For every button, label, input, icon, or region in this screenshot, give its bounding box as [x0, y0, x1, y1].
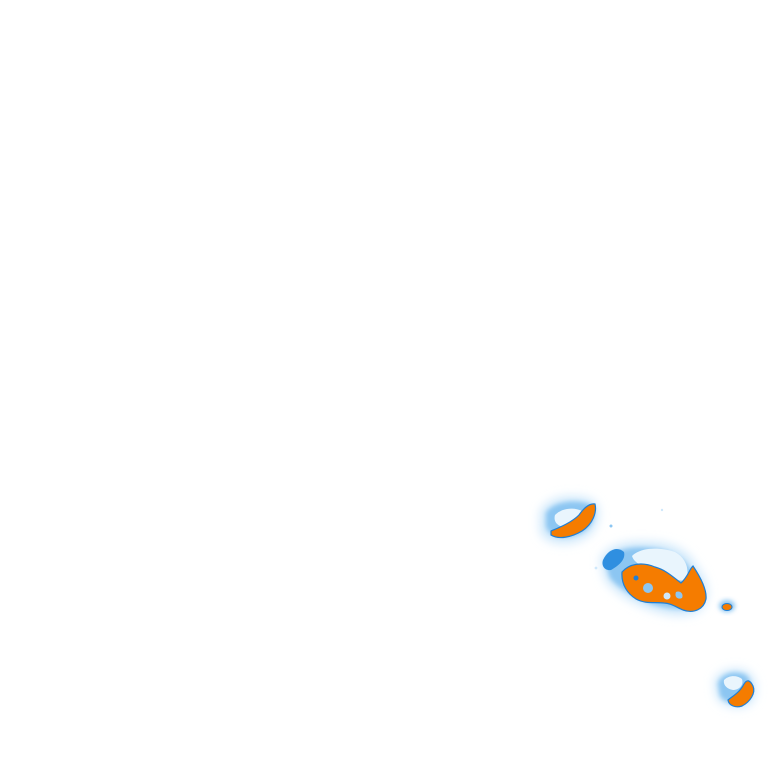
satellite-core — [721, 603, 733, 611]
cell-central-light-top — [632, 548, 688, 581]
cell-central-edge-left — [602, 548, 625, 571]
speckle — [594, 566, 598, 570]
cell-west-core — [550, 503, 597, 539]
cell-central-hole-1 — [643, 583, 653, 593]
cell-southeast-core — [727, 680, 755, 708]
precip-cell-central — [600, 541, 708, 616]
cell-central-hole-3 — [633, 575, 639, 581]
precip-cell-southeast — [714, 669, 756, 708]
cell-central-hole-2 — [663, 592, 671, 600]
speckle — [660, 508, 664, 512]
cell-central-hole-4 — [675, 591, 683, 599]
precip-cell-satellite — [719, 600, 735, 612]
cell-southeast-inner — [723, 676, 743, 690]
speckle — [609, 524, 613, 528]
precip-cell-west — [540, 496, 599, 544]
precip-speckles — [594, 508, 664, 570]
cell-central-core — [621, 563, 707, 612]
